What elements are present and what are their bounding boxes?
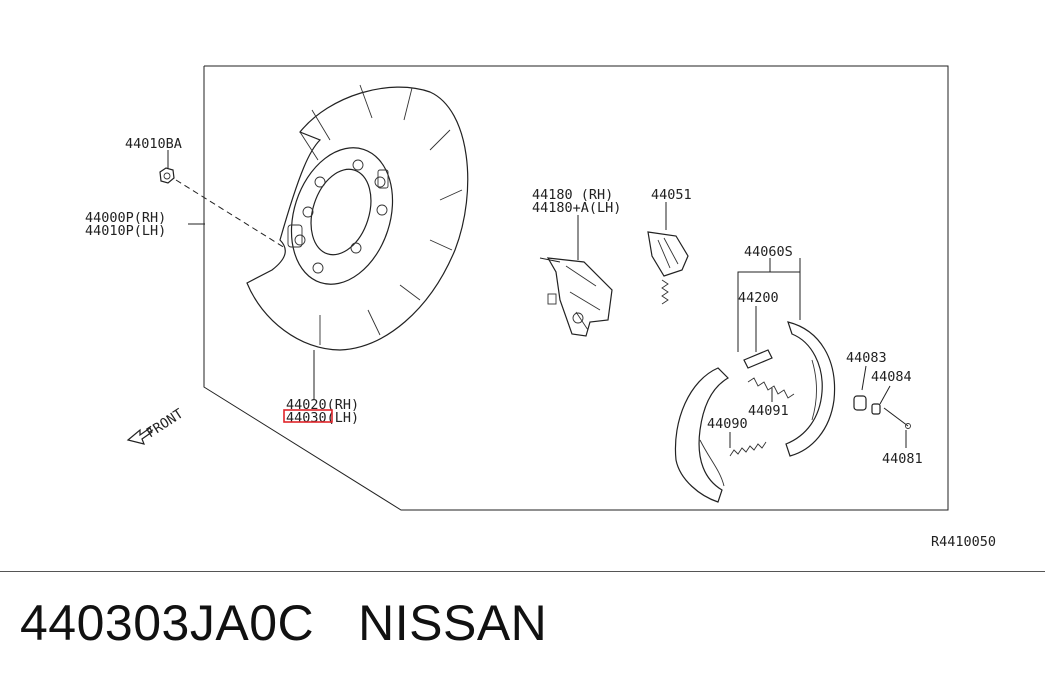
label-44180a-lh: 44180+A(LH) bbox=[532, 200, 621, 216]
label-44180-rh: 44180 (RH) bbox=[532, 187, 613, 203]
label-44090: 44090 bbox=[707, 416, 748, 432]
label-44010p-lh: 44010P(LH) bbox=[85, 223, 166, 239]
label-44091: 44091 bbox=[748, 403, 789, 419]
front-label: FRONT bbox=[143, 406, 186, 442]
footer-divider bbox=[0, 571, 1045, 572]
label-44010ba: 44010BA bbox=[125, 136, 182, 152]
label-44083: 44083 bbox=[846, 350, 887, 366]
brand-name: NISSAN bbox=[358, 595, 548, 651]
label-44020-rh: 44020(RH) bbox=[286, 397, 359, 413]
label-44000p-rh: 44000P(RH) bbox=[85, 210, 166, 226]
adjuster-part bbox=[647, 231, 689, 305]
parts-diagram: FRONT 44010BA 44000P(RH) 44010P(LH) 4402… bbox=[85, 65, 949, 511]
backing-plate bbox=[246, 84, 469, 351]
front-arrow: FRONT bbox=[126, 406, 186, 445]
reference-code: R4410050 bbox=[931, 534, 997, 550]
label-44200: 44200 bbox=[738, 290, 779, 306]
part-labels: 44010BA 44000P(RH) 44010P(LH) 44020(RH) … bbox=[85, 136, 923, 467]
nut-part bbox=[159, 150, 286, 249]
footer-title: 440303JA0C NISSAN bbox=[20, 598, 547, 648]
label-44051: 44051 bbox=[651, 187, 692, 203]
diagram-frame bbox=[203, 65, 949, 511]
brake-shoes bbox=[674, 321, 836, 503]
label-44084: 44084 bbox=[871, 369, 912, 385]
brake-lever bbox=[539, 257, 613, 337]
label-44081: 44081 bbox=[882, 451, 923, 467]
shoe-hardware bbox=[729, 349, 911, 457]
highlight-box bbox=[283, 409, 333, 423]
part-number: 440303JA0C bbox=[20, 595, 315, 651]
leader-lines bbox=[188, 202, 907, 448]
label-44030-lh: 44030(LH) bbox=[286, 410, 359, 426]
label-44060s: 44060S bbox=[744, 244, 793, 260]
